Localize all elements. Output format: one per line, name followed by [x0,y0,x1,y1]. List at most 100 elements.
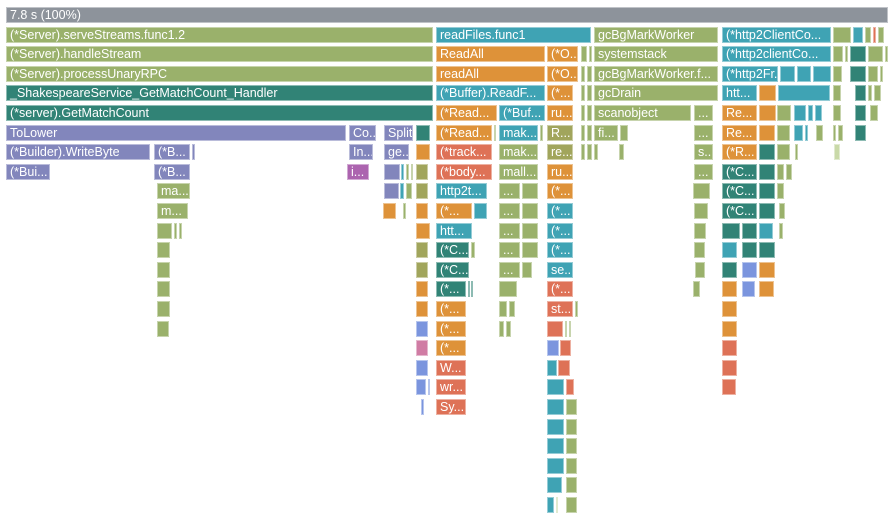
flame-frame[interactable] [157,261,170,278]
flame-frame[interactable]: ... [499,183,520,200]
flame-frame[interactable]: (*O... [547,46,578,63]
flame-frame[interactable]: s... [694,144,713,161]
flame-frame[interactable]: ru... [547,105,573,121]
flame-frame[interactable] [816,124,823,141]
flame-frame[interactable] [778,85,830,102]
flame-frame[interactable]: m... [157,203,188,219]
flame-frame[interactable]: readAll [436,65,545,82]
flame-frame[interactable] [416,261,428,278]
flame-frame[interactable] [581,105,585,121]
flame-frame[interactable] [581,124,585,141]
flame-frame[interactable]: htt... [436,222,472,239]
flame-frame[interactable]: ... [694,124,713,141]
flame-frame[interactable] [594,144,598,161]
flame-frame[interactable]: (*Bui... [6,163,50,180]
flame-frame[interactable] [722,359,737,376]
flame-root-frame[interactable]: 7.8 s (100%) [6,7,888,23]
flame-frame[interactable] [565,320,567,337]
flame-frame[interactable]: readFiles.func1 [436,26,591,43]
flame-frame[interactable] [421,399,424,415]
flame-frame[interactable]: (*... [436,203,472,219]
flame-frame[interactable]: ma... [157,183,190,200]
flame-frame[interactable] [547,457,564,474]
flame-frame[interactable] [383,203,396,219]
flame-frame[interactable] [620,124,628,141]
flame-frame[interactable]: (*O... [547,65,578,82]
flame-frame[interactable] [416,281,428,298]
flame-frame[interactable] [878,26,884,43]
flame-frame[interactable] [722,301,737,317]
flame-frame[interactable] [868,85,872,102]
flame-frame[interactable]: Re... [722,124,757,141]
flame-frame[interactable] [853,26,863,43]
flame-frame[interactable] [722,281,737,298]
flame-frame[interactable]: (*B... [154,144,190,161]
flame-frame[interactable]: ... [499,203,520,219]
flame-frame[interactable] [587,65,592,82]
flame-frame[interactable] [522,222,538,239]
flame-frame[interactable] [471,242,475,259]
flame-frame[interactable]: ... [694,105,713,121]
flame-frame[interactable] [566,477,577,494]
flame-frame[interactable] [499,301,507,317]
flame-frame[interactable] [759,261,775,278]
flame-frame[interactable]: (*body... [436,163,492,180]
flame-frame[interactable]: Sy... [436,399,466,415]
flame-frame[interactable]: (*Server).processUnaryRPC [6,65,433,82]
flame-frame[interactable] [694,242,705,259]
flame-frame[interactable]: i... [347,163,369,180]
flame-frame[interactable] [855,124,866,141]
flame-frame[interactable] [401,163,404,180]
flame-frame[interactable] [416,379,426,396]
flame-frame[interactable]: ... [499,242,520,259]
flame-frame[interactable]: ru... [547,163,573,180]
flame-frame[interactable] [780,65,795,82]
flame-frame[interactable] [547,320,563,337]
flame-frame[interactable] [540,124,543,141]
flame-frame[interactable]: scanobject [594,105,691,121]
flame-frame[interactable] [880,65,883,82]
flame-frame[interactable] [474,203,487,219]
flame-frame[interactable] [833,124,836,141]
flame-frame[interactable]: (*... [436,320,466,337]
flame-frame[interactable] [695,261,705,278]
flame-frame[interactable] [547,379,564,396]
flame-frame[interactable] [522,183,538,200]
flame-frame[interactable] [581,46,587,63]
flame-frame[interactable]: ... [694,163,713,180]
flame-frame[interactable] [845,46,848,63]
flame-frame[interactable] [157,222,172,239]
flame-frame[interactable] [416,203,428,219]
flame-frame[interactable] [157,242,170,259]
flame-frame[interactable] [833,85,841,102]
flame-frame[interactable] [868,46,883,63]
flame-frame[interactable]: (*... [547,85,573,102]
flame-frame[interactable] [587,105,592,121]
flame-frame[interactable]: Re... [722,105,757,121]
flame-frame[interactable] [468,281,470,298]
flame-frame[interactable] [885,46,888,63]
flame-frame[interactable]: (*B... [154,163,190,180]
flame-frame[interactable]: (*... [547,183,573,200]
flame-frame[interactable] [759,183,775,200]
flame-frame[interactable] [416,359,428,376]
flame-frame[interactable] [566,497,577,513]
flame-frame[interactable] [838,124,843,141]
flame-frame[interactable]: In... [349,144,373,161]
flame-frame[interactable] [406,183,412,200]
flame-frame[interactable] [560,340,571,357]
flame-frame[interactable] [808,105,813,121]
flame-frame[interactable] [157,301,170,317]
flame-frame[interactable] [400,183,404,200]
flame-frame[interactable] [587,124,592,141]
flame-frame[interactable] [494,124,496,141]
flame-frame[interactable] [384,183,399,200]
flame-frame[interactable]: gcBgMarkWorker.f... [594,65,718,82]
flame-frame[interactable] [471,281,473,298]
flame-frame[interactable] [795,144,798,161]
flame-frame[interactable] [416,301,428,317]
flame-frame[interactable] [547,418,564,435]
flame-frame[interactable]: se... [547,261,573,278]
flame-frame[interactable]: gcDrain [594,85,718,102]
flame-frame[interactable] [742,242,757,259]
